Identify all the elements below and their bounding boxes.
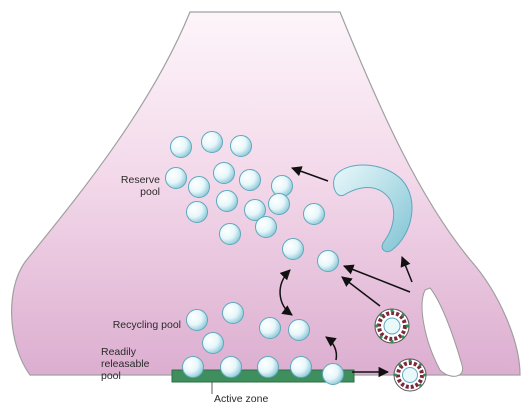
readily-releasable-label-line2: releasable <box>101 358 150 370</box>
vesicle <box>202 332 224 354</box>
vesicle <box>170 136 192 158</box>
recycling-pool <box>186 302 310 354</box>
readily-releasable-pool <box>182 356 344 385</box>
vesicle <box>282 238 304 260</box>
vesicle <box>213 162 235 184</box>
reserve-pool-label-line2: pool <box>140 186 160 198</box>
arrow-release-to-recycling <box>325 336 338 361</box>
vesicle <box>220 356 242 378</box>
vesicle <box>290 356 312 378</box>
vesicle <box>257 356 279 378</box>
vesicle <box>216 190 238 212</box>
vesicle <box>317 250 339 272</box>
active-zone-label: Active zone <box>214 393 268 405</box>
arrow-membrane-to-vesicle <box>343 264 411 293</box>
vesicle <box>219 223 241 245</box>
arrow-reserve-recycling <box>279 269 293 316</box>
vesicle <box>186 201 208 223</box>
vesicle <box>322 363 344 385</box>
vesicle <box>182 356 204 378</box>
reserve-pool-label-line1: Reserve <box>121 174 160 186</box>
arrow-endosome-to-reserve <box>291 166 329 182</box>
vesicle <box>222 302 244 324</box>
vesicle <box>271 175 293 197</box>
endosome-icon <box>333 164 413 253</box>
coated-vesicle-upper <box>374 308 410 344</box>
arrow-membrane-to-endosome <box>400 256 413 283</box>
vesicle <box>230 135 252 157</box>
reserve-pool <box>165 131 339 272</box>
readily-releasable-label-line1: Readily <box>101 346 137 358</box>
vesicle <box>268 193 290 215</box>
vesicle <box>255 216 277 238</box>
vesicle <box>244 199 266 221</box>
arrow-coated-to-vesicle <box>341 276 381 307</box>
readily-releasable-label-line3: pool <box>101 370 121 382</box>
vesicle <box>259 317 281 339</box>
vesicle <box>288 319 310 341</box>
vesicle <box>188 176 210 198</box>
recycling-pool-label: Recycling pool <box>113 319 181 331</box>
vesicle <box>239 169 261 191</box>
vesicle <box>201 131 223 153</box>
pathway-arrows <box>279 166 413 378</box>
vesicle <box>186 309 208 331</box>
vesicle <box>303 203 325 225</box>
membrane-invagination-icon <box>421 287 464 377</box>
vesicle <box>165 167 187 189</box>
coated-vesicle-lower <box>393 358 427 392</box>
